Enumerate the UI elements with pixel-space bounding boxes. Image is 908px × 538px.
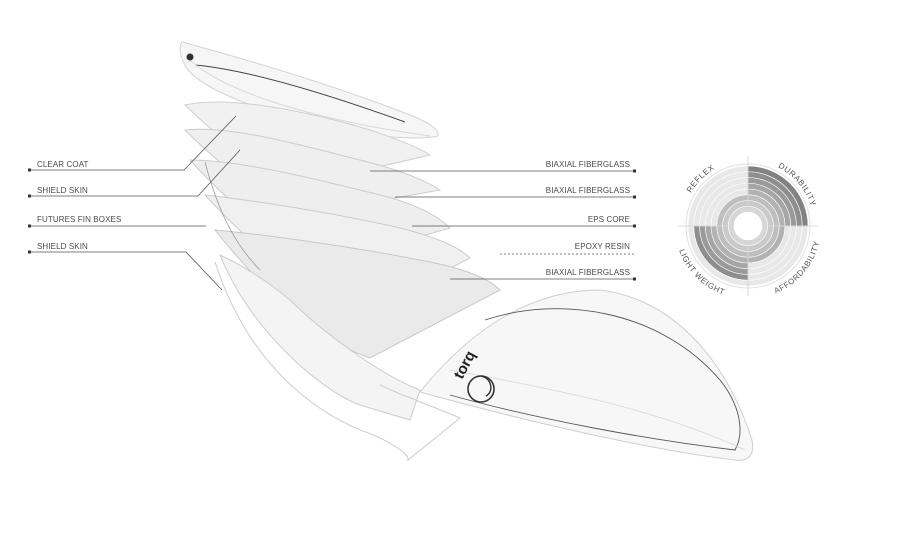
callout-line-shield-skin-2 (30, 251, 223, 291)
board-deck-layer (179, 41, 439, 139)
board-layer-stack (183, 101, 501, 462)
right-callout-lines (370, 170, 634, 280)
rating-quadrant-affordability (747, 225, 809, 287)
label-shield-skin-1: SHIELD SKIN (37, 186, 88, 195)
board-bottom-layer: torq (419, 289, 754, 461)
label-epoxy-resin: EPOXY RESIN (574, 242, 630, 251)
callout-line-shield-skin-1 (30, 149, 241, 197)
left-callout-lines (30, 115, 241, 291)
rating-center (734, 212, 762, 240)
label-clear-coat: CLEAR COAT (37, 160, 89, 169)
left-callout-dots (28, 168, 31, 254)
rating-quadrant-durability (747, 165, 809, 227)
callout-line-clear-coat (30, 115, 237, 171)
label-biaxial-fiberglass-1: BIAXIAL FIBERGLASS (545, 160, 630, 169)
label-futures-fin-boxes: FUTURES FIN BOXES (37, 215, 122, 224)
label-shield-skin-2: SHIELD SKIN (37, 242, 88, 251)
label-eps-core: EPS CORE (587, 215, 630, 224)
label-biaxial-fiberglass-2: BIAXIAL FIBERGLASS (545, 186, 630, 195)
right-callout-dots (633, 169, 636, 281)
label-biaxial-fiberglass-3: BIAXIAL FIBERGLASS (545, 268, 630, 277)
